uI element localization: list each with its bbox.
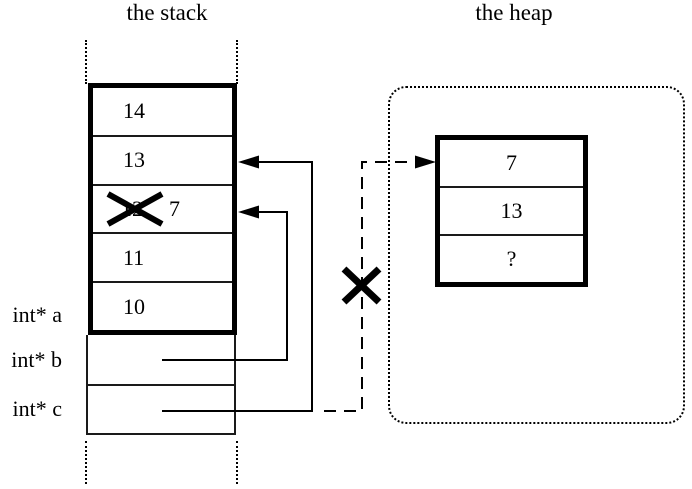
stack-guide-bottom-right xyxy=(236,441,238,484)
var-label-c: int* c xyxy=(12,396,63,421)
heap-cell-7: 7 xyxy=(440,140,583,188)
heap-cell-13-value: 13 xyxy=(500,198,523,223)
pointer-b-left-arrowhead-icon xyxy=(238,205,259,219)
crossed-old-value: 12 xyxy=(106,191,164,227)
stack-cell-overwritten: 12 7 xyxy=(93,186,232,235)
stack-cell-10: 10 xyxy=(93,283,232,330)
heap-cell-unknown: ? xyxy=(440,236,583,282)
var-label-a: int* a xyxy=(12,302,63,327)
stack-title: the stack xyxy=(126,0,208,25)
stack-guide-bottom-left xyxy=(85,441,87,484)
stack-cell-13-value: 13 xyxy=(123,147,145,173)
pointer-cell-b xyxy=(86,335,236,386)
stack-cell-13: 13 xyxy=(93,137,232,186)
crossout-x-icon xyxy=(106,191,164,227)
stack-cell-14-value: 14 xyxy=(123,98,145,124)
pointer-c-left-arrowhead-icon xyxy=(238,155,259,169)
stack-cell-10-value: 10 xyxy=(123,293,145,319)
stack-cell-11-value: 11 xyxy=(123,244,145,270)
stack-cell-11: 11 xyxy=(93,234,232,284)
var-label-b: int* b xyxy=(11,347,62,372)
heap-cell-13: 13 xyxy=(440,188,583,236)
stack-guide-top-right xyxy=(236,40,238,84)
heap-object-box: 7 13 ? xyxy=(435,135,588,287)
new-value-text: 7 xyxy=(169,195,180,221)
heap-cell-7-value: 7 xyxy=(506,150,517,175)
heap-title: the heap xyxy=(475,0,553,25)
stack-frame-box: 14 13 12 7 11 10 xyxy=(88,83,237,335)
pointer-cell-c xyxy=(86,386,236,435)
heap-cell-unknown-value: ? xyxy=(506,246,517,271)
stack-cell-14: 14 xyxy=(93,88,232,137)
stack-guide-top-left xyxy=(85,40,87,84)
dangling-pointer-x-icon xyxy=(341,266,382,305)
